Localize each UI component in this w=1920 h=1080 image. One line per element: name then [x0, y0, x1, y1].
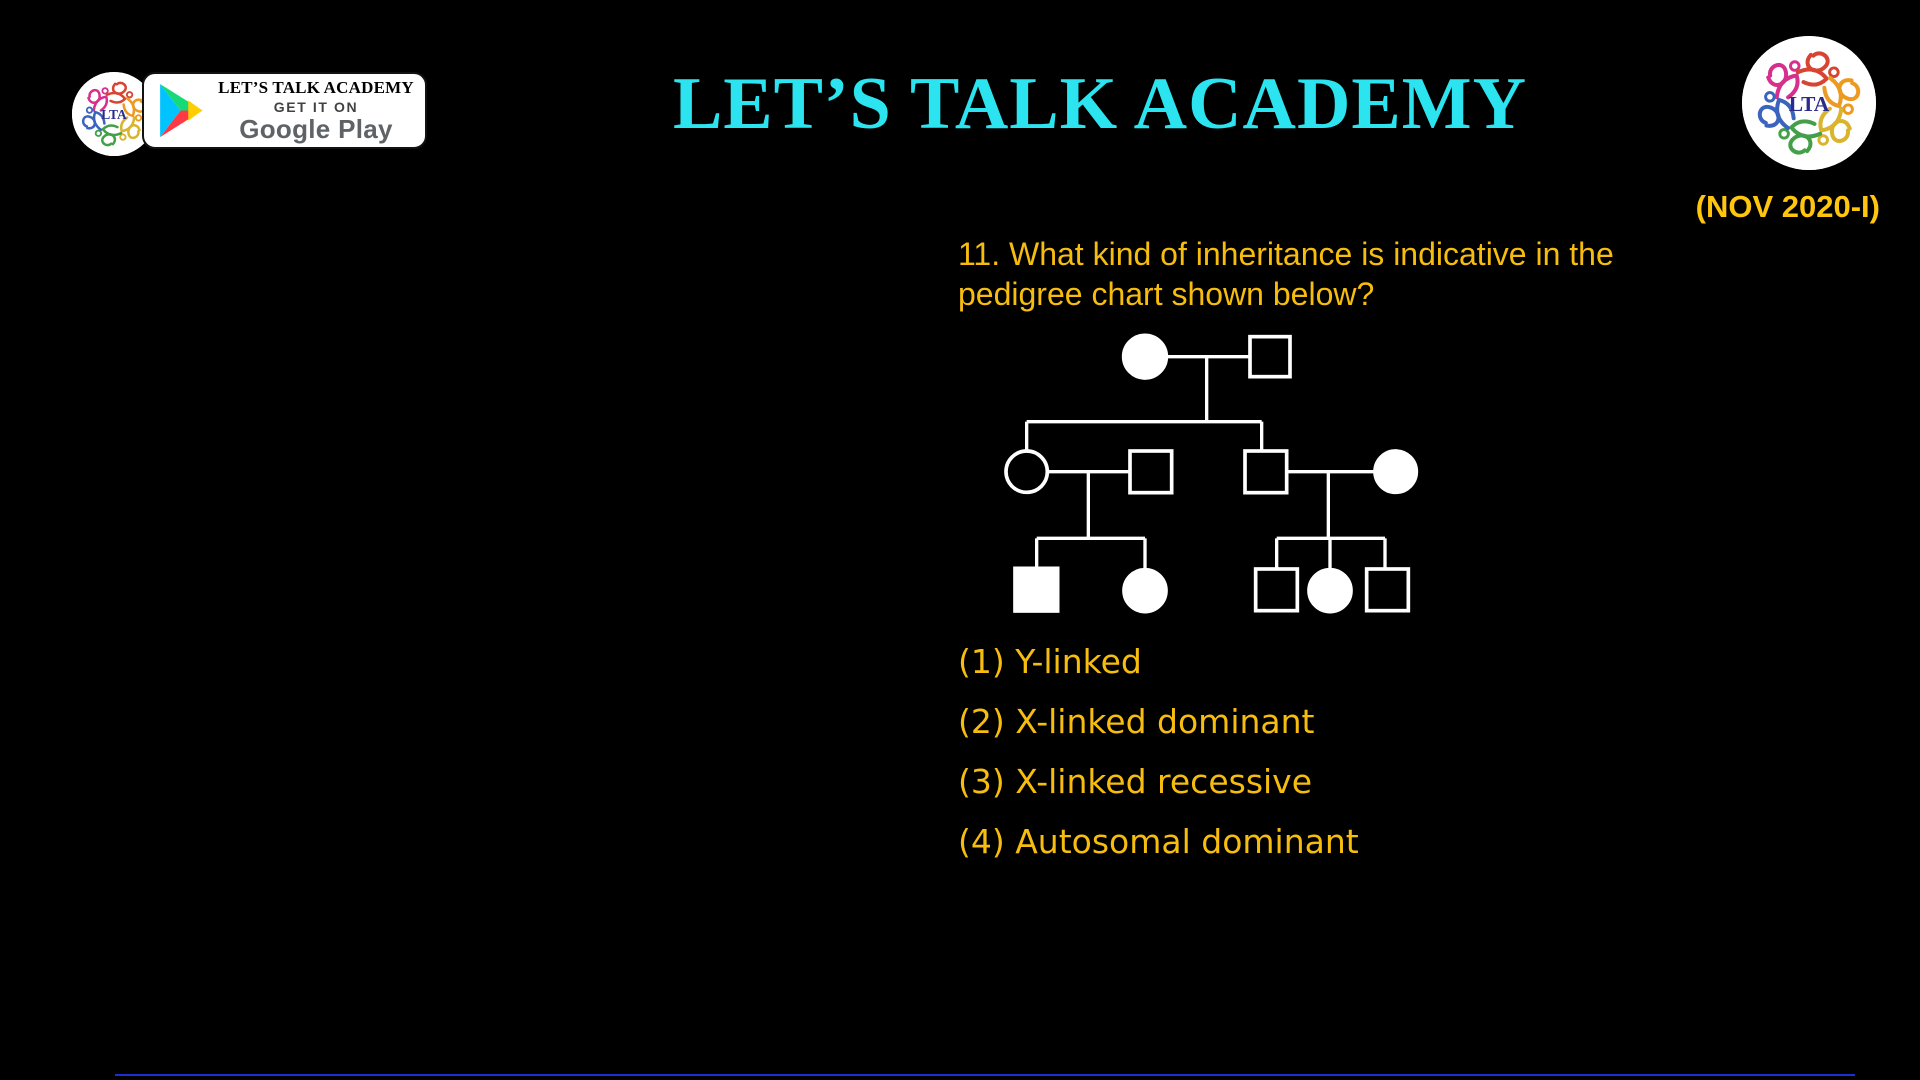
option-4: (4) Autosomal dominant	[958, 822, 1359, 861]
google-play-badge-text: LET’S TALK ACADEMY GET IT ON Google Play	[217, 78, 415, 143]
bottom-divider	[115, 1074, 1855, 1076]
lta-logo-svg: LTA	[72, 72, 156, 156]
pedigree-member-II-1-unaffected	[1004, 449, 1050, 495]
lta-logo-right: LTA	[1742, 36, 1876, 170]
logo-ribbon	[87, 87, 109, 112]
badge-academy-label: LET’S TALK ACADEMY	[218, 78, 414, 97]
lta-logo-svg: LTA	[1742, 36, 1876, 170]
logo-ribbon	[81, 106, 106, 131]
logo-ribbon	[119, 116, 141, 141]
pedigree-member-II-3-unaffected	[1243, 449, 1289, 495]
logo-circle	[72, 72, 156, 156]
google-play-icon	[160, 83, 203, 138]
options-list: (1) Y-linked (2) X-linked dominant (3) X…	[958, 640, 1359, 880]
pedigree-member-I-1-affected	[1121, 333, 1169, 380]
pedigree-member-III-4-affected	[1307, 567, 1353, 614]
option-1: (1) Y-linked	[958, 642, 1142, 681]
google-play-badge[interactable]: LET’S TALK ACADEMY GET IT ON Google Play	[142, 72, 427, 149]
pedigree-member-III-3-unaffected	[1253, 567, 1300, 613]
logo-ribbon	[1822, 75, 1861, 115]
logo-ribbon	[1778, 119, 1823, 155]
page-title: LET’S TALK ACADEMY	[672, 63, 1528, 145]
badge-get-it-on-label: GET IT ON	[273, 99, 359, 115]
logo-lta-text: LTA	[1789, 92, 1830, 116]
pedigree-member-III-5-unaffected	[1364, 567, 1411, 613]
logo-ribbon	[1757, 91, 1796, 131]
pedigree-member-II-4-affected	[1373, 449, 1419, 495]
question-text: 11. What kind of inheritance is indicati…	[958, 234, 1758, 314]
pedigree-svg	[1004, 333, 1419, 614]
pedigree-member-III-1-affected	[1013, 566, 1060, 613]
pedigree-member-II-2-unaffected	[1128, 449, 1174, 495]
question-line-1: 11. What kind of inheritance is indicati…	[958, 236, 1614, 272]
option-2: (2) X-linked dominant	[958, 702, 1315, 741]
logo-ribbon	[105, 81, 134, 104]
logo-lta-text: LTA	[101, 107, 127, 122]
exam-session-tag: (NOV 2020-I)	[1695, 189, 1880, 224]
logo-ribbon	[1795, 51, 1840, 87]
logo-ribbon	[94, 124, 123, 147]
pedigree-chart	[980, 320, 1460, 630]
question-line-2: pedigree chart shown below?	[958, 276, 1375, 312]
pedigree-member-I-2-unaffected	[1248, 334, 1292, 379]
badge-google-play-label: Google Play	[239, 114, 393, 144]
logo-ribbon	[1817, 106, 1852, 146]
logo-ribbon	[1766, 60, 1801, 100]
logo-circle	[1742, 36, 1876, 170]
pedigree-member-III-2-affected	[1122, 567, 1168, 614]
option-3: (3) X-linked recessive	[958, 762, 1313, 801]
